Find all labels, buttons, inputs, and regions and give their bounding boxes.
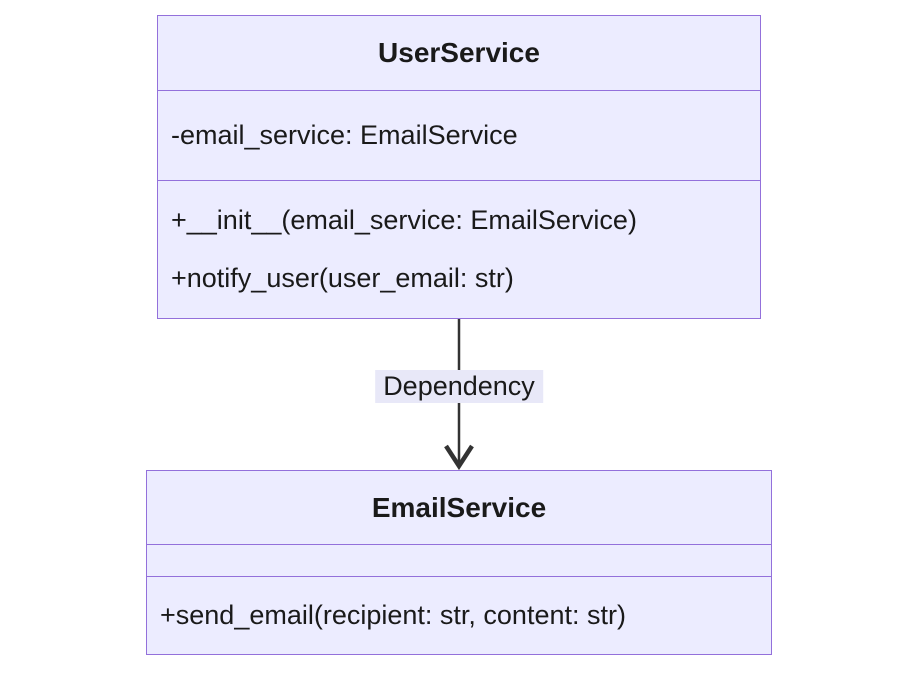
method-send-email: +send_email(recipient: str, content: str… (160, 600, 626, 630)
attribute-email-service: -email_service: EmailService (171, 120, 518, 150)
methods-compartment-emailservice: +send_email(recipient: str, content: str… (147, 576, 771, 654)
arrowhead-icon (444, 444, 474, 471)
class-title-userservice: UserService (378, 37, 540, 68)
edge-label-dependency: Dependency (375, 370, 543, 403)
methods-compartment-userservice: +__init__(email_service: EmailService) +… (158, 180, 760, 318)
class-title-emailservice: EmailService (371, 491, 547, 523)
class-box-emailservice: EmailService +send_email(recipient: str,… (146, 470, 772, 655)
method-init: +__init__(email_service: EmailService) (171, 205, 637, 235)
method-notify-user: +notify_user(user_email: str) (171, 263, 514, 293)
attributes-compartment-emailservice-empty (147, 544, 771, 576)
class-box-userservice: UserService -email_service: EmailService… (157, 15, 761, 319)
attributes-compartment-userservice: -email_service: EmailService (158, 90, 760, 180)
